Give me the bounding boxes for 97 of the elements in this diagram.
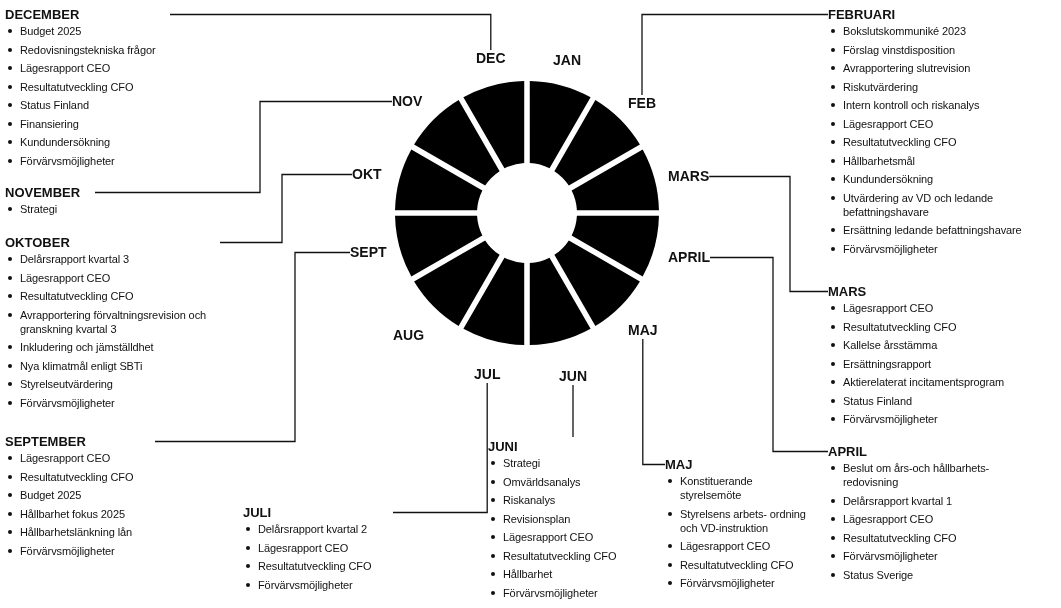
agenda-item: Avrapportering förvaltningsrevision och granskning kvartal 3 <box>5 307 220 336</box>
agenda-item: Lägesrapport CEO <box>5 270 220 285</box>
leader-line <box>392 382 488 514</box>
agenda-item: Finansiering <box>5 116 170 131</box>
agenda-item: Delårsrapport kvartal 1 <box>828 493 1033 508</box>
agenda-item: Konstituerande styrelsemöte <box>665 474 815 502</box>
agenda-item: Strategi <box>5 202 95 216</box>
agenda-item: Resultatutveckling CFO <box>665 557 815 572</box>
agenda-item: Resultatutveckling CFO <box>5 289 220 303</box>
agenda-item: Lägesrapport CEO <box>828 116 1053 131</box>
agenda-item: Ersättningsrapport <box>828 356 1048 371</box>
month-heading: DECEMBER <box>5 6 80 23</box>
agenda-item: Utvärdering av VD och ledande befattningshavare <box>828 190 1053 219</box>
agenda-item: Intern kontroll och riskanalys <box>828 98 1053 112</box>
agenda-item: Lägesrapport CEO <box>5 61 170 75</box>
agenda-item: Resultatutveckling CFO <box>828 319 1048 334</box>
agenda-item: Beslut om års-och hållbarhets- redovisning <box>828 461 1033 489</box>
agenda-item: Förvärvsmöjligheter <box>828 412 1048 426</box>
agenda-item: Delårsrapport kvartal 3 <box>5 252 220 266</box>
month-heading: OKTOBER <box>5 234 70 251</box>
agenda-item: Styrelseutvärdering <box>5 377 220 391</box>
agenda-item: Strategi <box>488 456 638 470</box>
agenda-item: Hållbarhet fokus 2025 <box>5 506 155 521</box>
agenda-item: Kundundersökning <box>828 172 1053 186</box>
month-label: NOV <box>392 93 423 110</box>
leader-line <box>709 256 829 453</box>
agenda-item: Ersättning ledande befattningshavare <box>828 223 1053 237</box>
month-label: MAJ <box>628 322 658 339</box>
agenda-item: Lägesrapport CEO <box>828 512 1033 526</box>
agenda-item: Förvärvsmöjligheter <box>828 549 1033 563</box>
agenda-item: Budget 2025 <box>5 24 170 38</box>
month-heading: MARS <box>828 283 867 300</box>
month-label: OKT <box>352 166 382 183</box>
month-heading: APRIL <box>828 443 867 460</box>
month-heading: MAJ <box>665 456 693 473</box>
agenda-item: Kundundersökning <box>5 135 170 149</box>
month-label: JUN <box>559 368 587 385</box>
leader-line <box>219 173 353 244</box>
month-heading: JUNI <box>488 438 518 455</box>
agenda-item: Lägesrapport CEO <box>665 539 815 553</box>
month-heading: NOVEMBER <box>5 184 81 201</box>
agenda-item: Resultatutveckling CFO <box>5 79 170 94</box>
agenda-item: Förvärvsmöjligheter <box>665 576 815 590</box>
agenda-item: Förvärvsmöjligheter <box>5 543 155 558</box>
month-label: AUG <box>393 327 425 344</box>
agenda-item: Nya klimatmål enligt SBTi <box>5 358 220 373</box>
agenda-item: Aktierelaterat incitamentsprogram <box>828 375 1048 389</box>
month-label: APRIL <box>668 249 710 266</box>
agenda-item: Förvärvsmöjligheter <box>243 577 393 592</box>
agenda-item: Riskutvärdering <box>828 79 1053 94</box>
leader-line <box>708 175 829 293</box>
agenda-item: Resultatutveckling CFO <box>828 530 1033 545</box>
agenda-item: Budget 2025 <box>5 488 155 502</box>
agenda-item: Revisionsplan <box>488 511 638 526</box>
month-label: DEC <box>476 50 506 67</box>
agenda-item: Hållbarhet <box>488 567 638 581</box>
month-label: JUL <box>474 366 501 383</box>
agenda-item: Kallelse årsstämma <box>828 338 1048 352</box>
agenda-item: Omvärldsanalys <box>488 474 638 489</box>
agenda-item: Status Finland <box>5 98 170 112</box>
agenda-item: Lägesrapport CEO <box>243 540 393 555</box>
agenda-item: Delårsrapport kvartal 2 <box>243 522 393 536</box>
agenda-item: Lägesrapport CEO <box>828 301 1048 315</box>
leader-line <box>642 338 666 466</box>
month-heading: JULI <box>243 504 272 521</box>
agenda-item: Riskanalys <box>488 493 638 507</box>
agenda-item: Resultatutveckling CFO <box>243 559 393 573</box>
agenda-item: Förvärvsmöjligheter <box>5 395 220 410</box>
agenda-item: Förvärvsmöjligheter <box>488 585 638 600</box>
leader-line <box>641 13 829 96</box>
agenda-item: Lägesrapport CEO <box>488 530 638 544</box>
month-label: JAN <box>553 52 581 69</box>
leader-line <box>169 13 492 51</box>
month-label: MARS <box>668 168 710 185</box>
month-heading: FEBRUARI <box>828 6 896 23</box>
agenda-item: Lägesrapport CEO <box>5 451 155 465</box>
agenda-item: Resultatutveckling CFO <box>828 135 1053 149</box>
agenda-item: Bokslutskommuniké 2023 <box>828 24 1053 38</box>
agenda-item: Hållbarhetslänkning lån <box>5 525 155 539</box>
agenda-item: Förvärvsmöjligheter <box>828 241 1053 256</box>
agenda-item: Hållbarhetsmål <box>828 153 1053 168</box>
leader-line <box>572 384 574 438</box>
month-label: SEPT <box>350 244 387 261</box>
leader-line <box>154 251 351 443</box>
agenda-item: Avrapportering slutrevision <box>828 61 1053 75</box>
agenda-item: Resultatutveckling CFO <box>488 548 638 563</box>
agenda-item: Förvärvsmöjligheter <box>5 153 170 168</box>
month-label: FEB <box>628 95 656 112</box>
leader-line <box>94 100 393 194</box>
agenda-item: Inkludering och jämställdhet <box>5 340 220 354</box>
agenda-item: Styrelsens arbets- ordning och VD-instruktion <box>665 506 815 535</box>
agenda-item: Resultatutveckling CFO <box>5 469 155 484</box>
agenda-item: Förslag vinstdisposition <box>828 42 1053 57</box>
agenda-item: Status Finland <box>828 393 1048 408</box>
month-heading: SEPTEMBER <box>5 433 86 450</box>
agenda-item: Redovisningstekniska frågor <box>5 42 170 57</box>
agenda-item: Status Sverige <box>828 567 1033 582</box>
